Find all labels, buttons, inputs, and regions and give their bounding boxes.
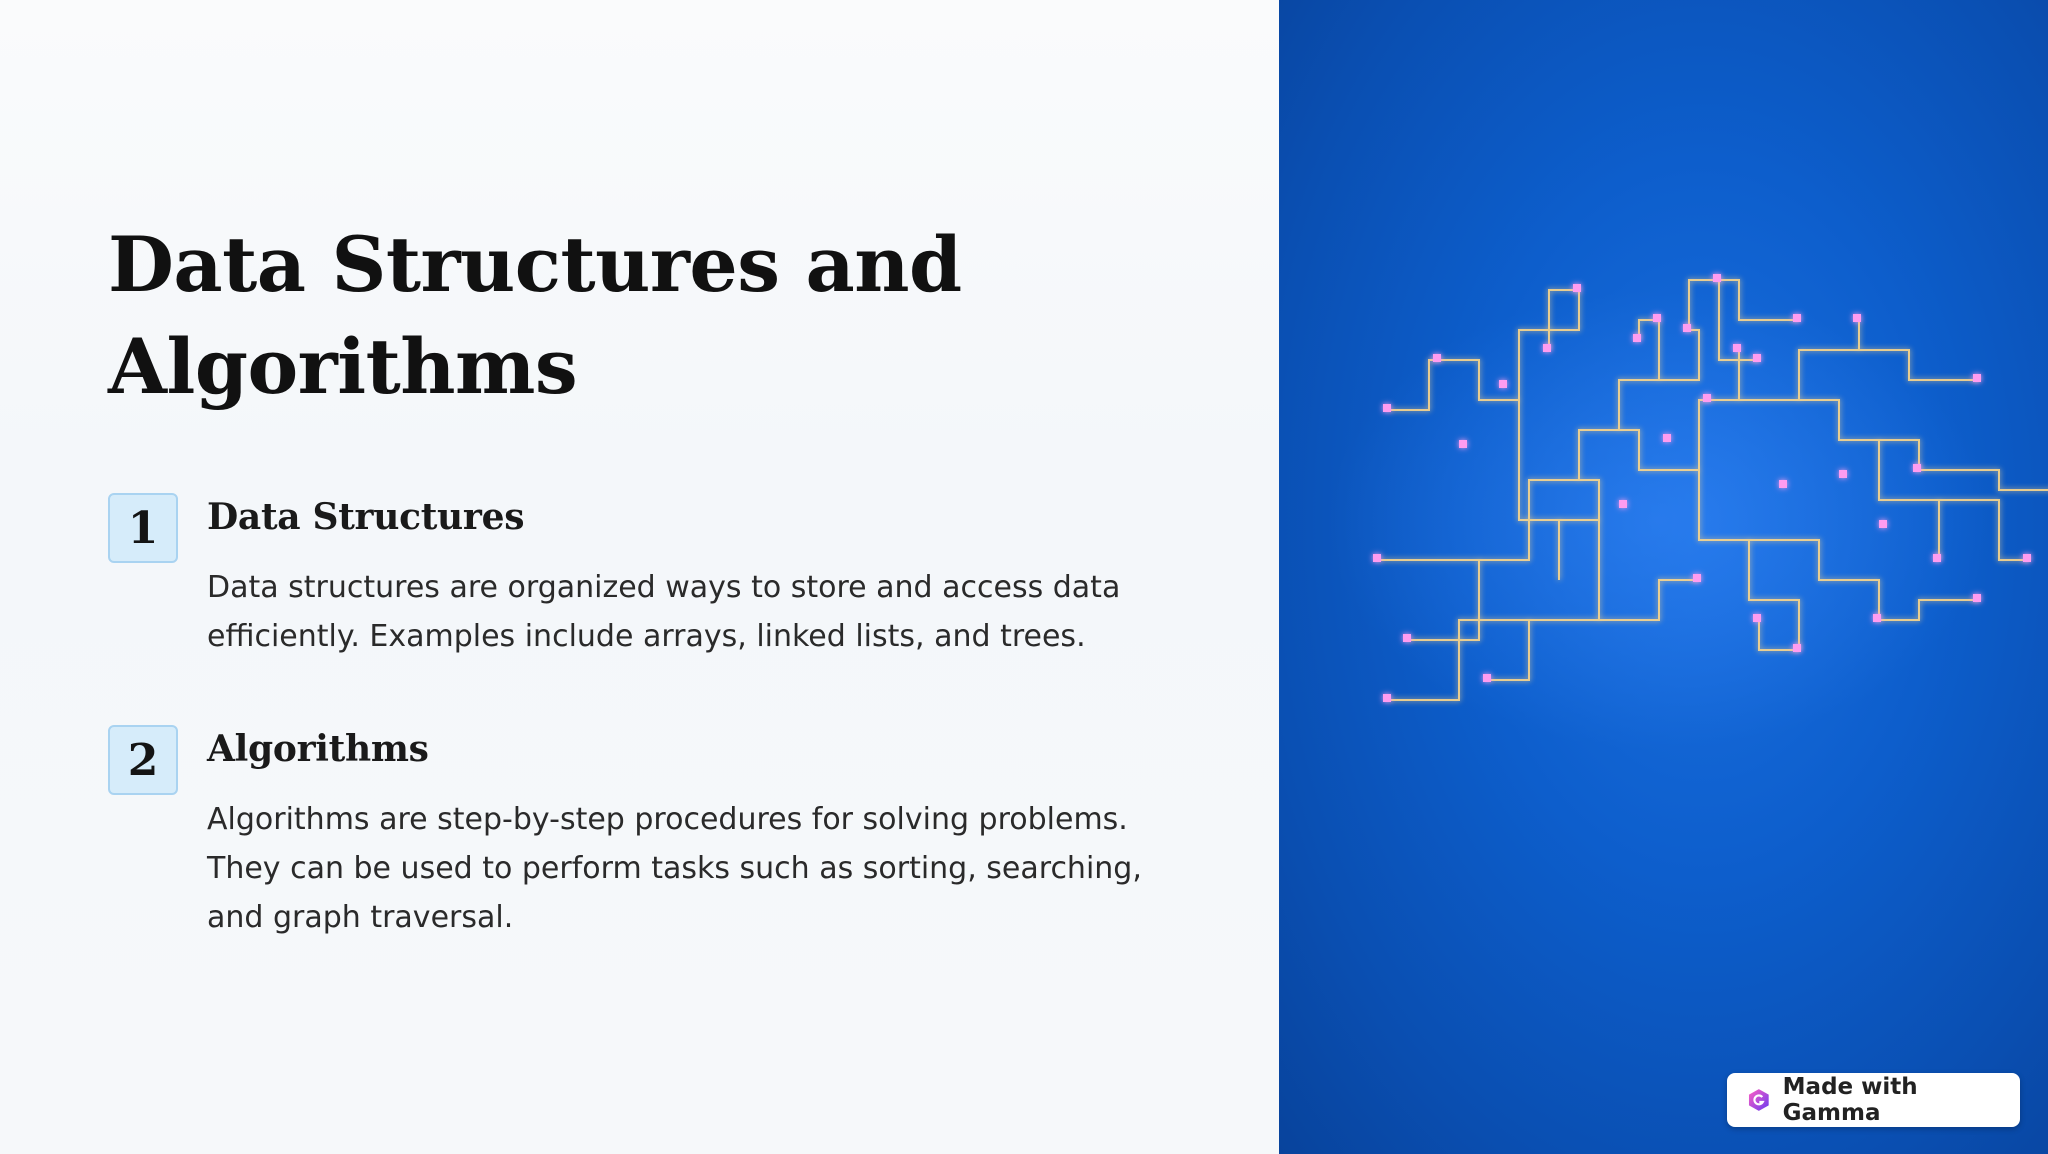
number-badge: 1 [108,493,178,563]
gamma-logo-icon [1748,1089,1769,1111]
number-badge: 2 [108,725,178,795]
badge-label: Made with Gamma [1782,1074,1918,1126]
item-description: Data structures are organized ways to st… [207,570,1121,654]
item-heading: Data Structures [207,496,525,538]
item-heading: Algorithms [207,728,429,770]
slide-title: Data Structures and Algorithms [108,220,962,411]
item-description: Algorithms are step-by-step procedures f… [207,802,1142,935]
illustration-panel [1279,0,2048,1154]
made-with-gamma-badge[interactable]: Made with Gamma [1727,1073,2020,1127]
content-panel: Data Structures and Algorithms 1 Data St… [0,0,1279,1154]
circuit-brain-network-icon [1329,274,2048,750]
